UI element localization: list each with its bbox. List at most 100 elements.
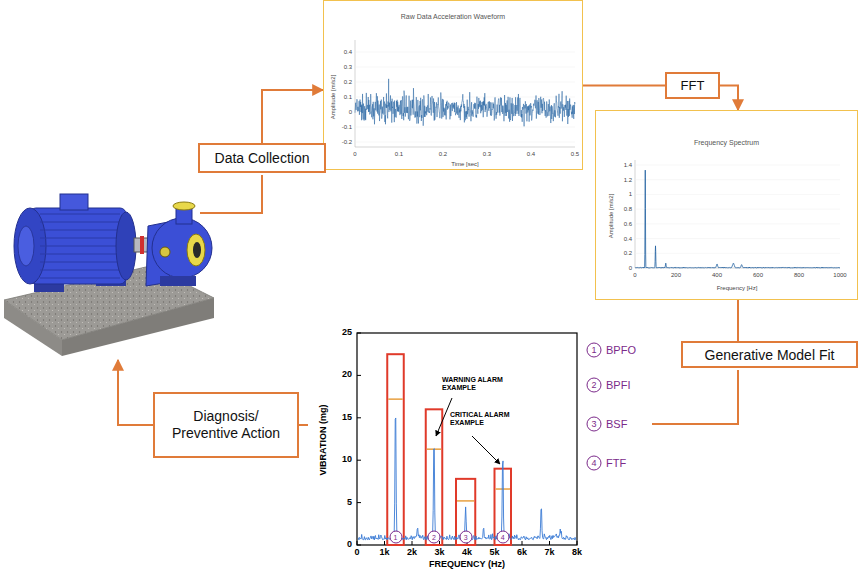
alarm-band [426,409,443,545]
grid-line [355,67,575,68]
tick-label: 0 [347,540,352,550]
tick-label: 3k [434,548,444,558]
tick-label: 0 [349,109,352,116]
node-text: Raw Data Acceleration Waveform [401,13,505,20]
warning-level [457,500,474,502]
tick-label: 0.6 [624,221,632,228]
tick-label: 1k [379,548,389,558]
process-box: Data Collection [198,143,326,173]
discharge-flange [173,202,195,210]
grid-line [635,253,840,254]
fault-frequency-name: FTF [606,457,626,469]
fin-line [40,253,120,254]
tick-mark [357,460,361,461]
tick-label: 0.3 [344,64,352,71]
grid-line [355,52,575,53]
flow-connector [583,85,665,87]
axis-title: Time [sec] [451,161,478,168]
pump-volute [152,218,212,278]
tick-label: 0 [353,151,356,158]
suction-bore [193,242,201,258]
chart-panel: Raw Data Acceleration Waveform [323,0,583,170]
impeller-hub [160,247,170,257]
node-text: Frequency Spectrum [694,139,759,146]
motor-end-cap [18,226,34,266]
tick-label: 0.3 [483,151,491,158]
coupling-ring [140,236,144,254]
tick-label: 200 [671,272,681,279]
tick-label: 20 [342,370,352,380]
grid-line [635,179,840,180]
tick-label: 6k [517,548,527,558]
flow-connector [737,300,739,341]
chart-panel: Frequency Spectrum [595,110,858,300]
grid-line [635,194,840,195]
base-front [62,298,214,356]
tick-label: 0.1 [395,151,403,158]
tick-label: 1.2 [624,176,632,183]
callout-note: CRITICAL ALARM EXAMPLE [450,411,522,426]
callout-number: 2 [428,531,441,544]
axis-title: Amplitude [m/s2] [330,75,337,120]
callout-number: 3 [587,417,602,432]
tick-label: 15 [342,413,352,423]
fault-frequency-name: BSF [606,418,627,430]
tick-label: 10 [342,455,352,465]
tick-label: 7k [544,548,554,558]
tick-label: 0.2 [344,79,352,86]
fin-line [40,277,120,278]
tick-label: 0 [633,272,636,279]
flow-line [652,370,738,424]
fault-frequency-name: BPFO [606,344,636,356]
waveform-line [355,79,575,126]
fin-line [40,261,120,262]
motor-body [30,208,126,284]
callout-number: 4 [496,531,509,544]
fin-line [40,213,120,214]
axis-frame [355,40,575,147]
tick-label: 800 [794,272,804,279]
flow-connector [262,90,323,143]
tick-label: 0.1 [344,94,352,101]
tick-mark [412,541,413,545]
axis-title: FREQUENCY (Hz) [429,560,505,570]
pump-illustration [4,194,214,356]
charts [355,40,840,545]
tick-mark [522,541,523,545]
tick-label: 1.4 [624,162,632,169]
motor-fins [40,214,120,278]
callout-number: 3 [459,531,472,544]
tick-label: 2k [407,548,417,558]
node-text: Generative Model Fit [705,347,835,363]
tick-mark [357,375,361,376]
axis-frame [635,160,840,268]
callout-arrow [472,436,500,464]
grid-line [355,127,575,128]
tick-label: 0.2 [439,151,447,158]
tick-label: 0.5 [571,151,579,158]
process-box: Diagnosis/ Preventive Action [153,392,299,458]
grid-line [635,238,840,239]
tick-label: 0.4 [624,235,632,242]
grid-line [355,97,575,98]
fin-line [40,221,120,222]
tick-label: 4k [462,548,472,558]
pump-foot [160,276,196,286]
flow-arrow [118,360,156,425]
suction-flange [187,234,205,266]
tick-label: -0.2 [342,139,352,146]
vibration-line [358,418,576,540]
tick-label: -0.1 [342,124,352,131]
flow-line [200,175,262,213]
process-box: FFT [665,72,720,99]
callout-number: 2 [587,378,602,393]
axis-title: Frequency [Hz] [717,285,758,292]
callout-number: 1 [587,343,602,358]
tick-label: 0.2 [624,250,632,257]
node-text: Diagnosis/ Preventive Action [155,408,297,443]
tick-label: 0.4 [344,49,352,56]
tick-label: 1000 [833,272,846,279]
fin-line [40,245,120,246]
grid-line [635,209,840,210]
axis-title: Amplitude [m/s2] [608,194,615,239]
